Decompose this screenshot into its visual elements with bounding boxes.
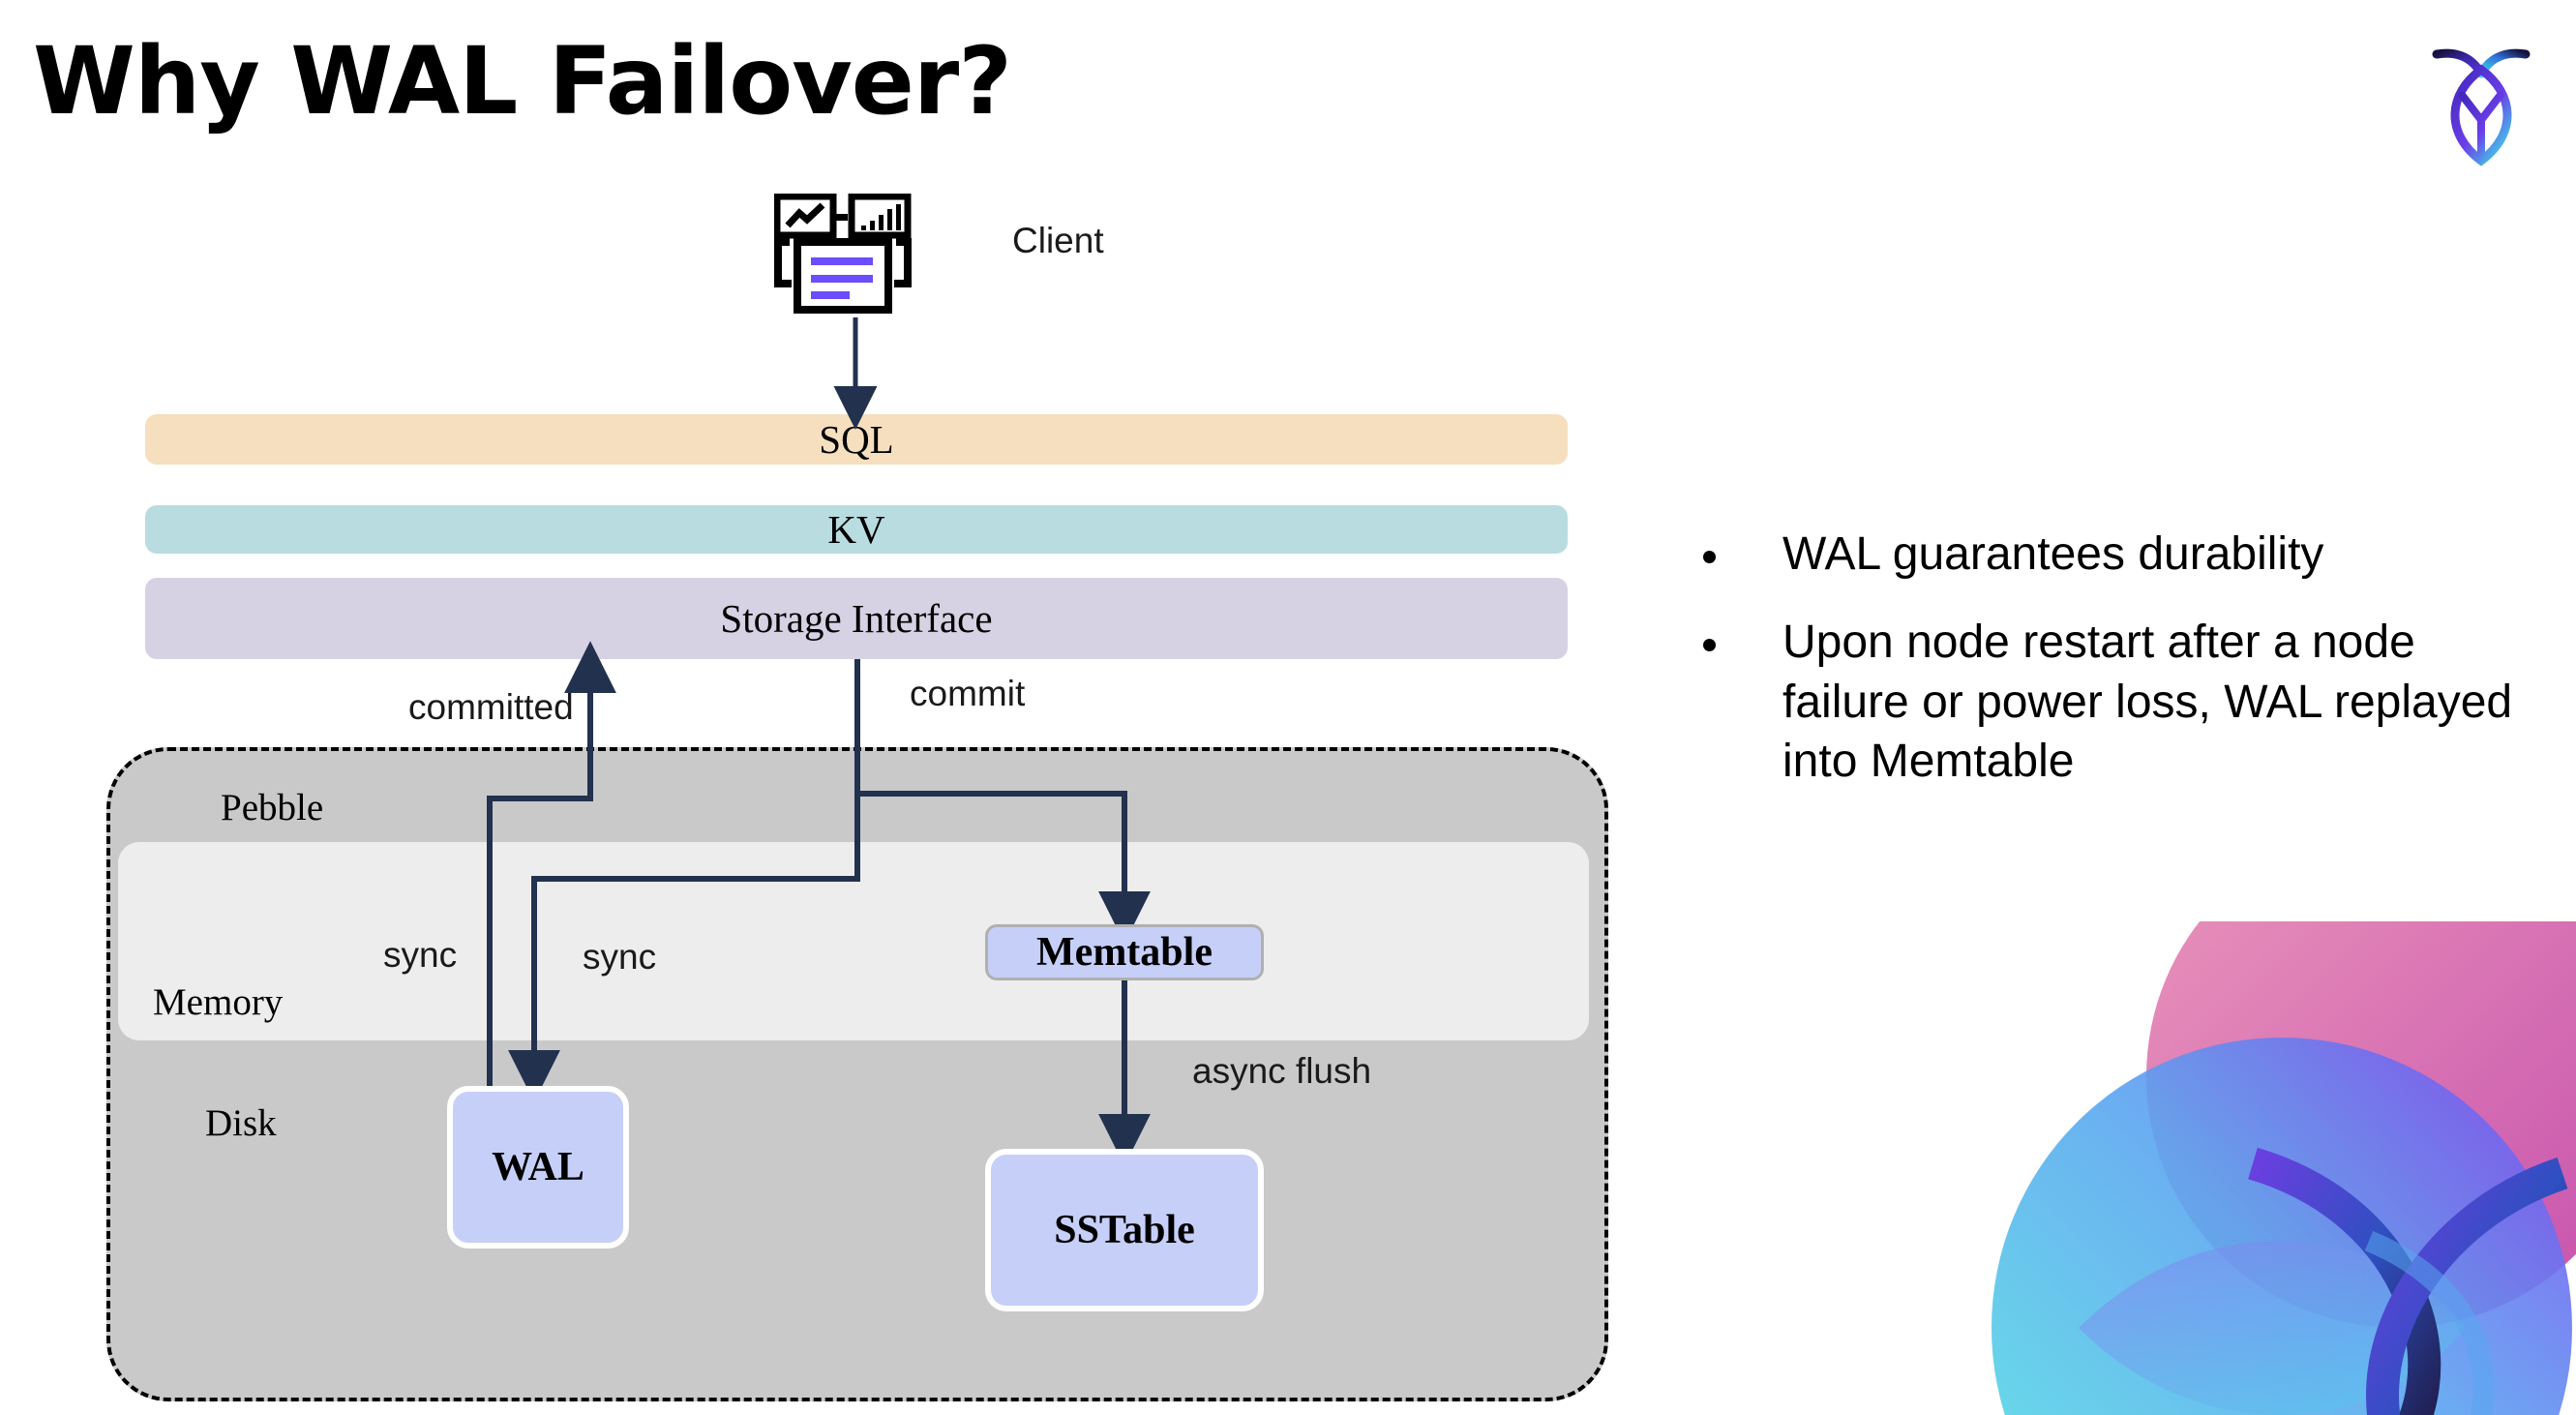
edge-label-committed: committed — [408, 687, 574, 727]
bullet-dot-icon — [1703, 639, 1716, 652]
node-label-sstable: SSTable — [1054, 1208, 1195, 1252]
layer-bar-storage-interface: Storage Interface — [145, 578, 1568, 659]
node-sstable: SSTable — [985, 1149, 1264, 1311]
bullet-text: Upon node restart after a node failure o… — [1782, 617, 2513, 788]
memory-label: Memory — [153, 981, 284, 1023]
edge-label-async-flush: async flush — [1192, 1051, 1372, 1091]
node-wal: WAL — [447, 1086, 629, 1249]
edge-label-sync-left: sync — [383, 935, 458, 975]
layer-label-kv: KV — [827, 507, 885, 552]
node-memtable: Memtable — [985, 924, 1264, 980]
node-label-wal: WAL — [492, 1145, 584, 1189]
disk-label: Disk — [205, 1102, 277, 1144]
cockroachdb-logo-icon — [2417, 31, 2545, 166]
client-dashboard-icon — [773, 193, 929, 317]
layer-label-sql: SQL — [819, 417, 894, 462]
node-label-memtable: Memtable — [1036, 930, 1213, 975]
bullet-dot-icon — [1703, 551, 1716, 563]
edge-label-sync-right: sync — [583, 937, 657, 977]
list-item: WAL guarantees durability — [1703, 525, 2526, 584]
client-label: Client — [1012, 221, 1104, 260]
bullet-text: WAL guarantees durability — [1782, 528, 2324, 580]
edge-label-commit: commit — [910, 674, 1026, 713]
layer-bar-kv: KV — [145, 505, 1568, 554]
decorative-brand-art — [1962, 825, 2576, 1415]
memory-region — [118, 842, 1589, 1040]
layer-bar-sql: SQL — [145, 414, 1568, 465]
pebble-label: Pebble — [221, 787, 324, 828]
bullet-list: WAL guarantees durability Upon node rest… — [1703, 525, 2526, 821]
page-title: Why WAL Failover? — [33, 27, 1012, 135]
layer-label-storage-interface: Storage Interface — [720, 596, 993, 641]
list-item: Upon node restart after a node failure o… — [1703, 613, 2526, 791]
